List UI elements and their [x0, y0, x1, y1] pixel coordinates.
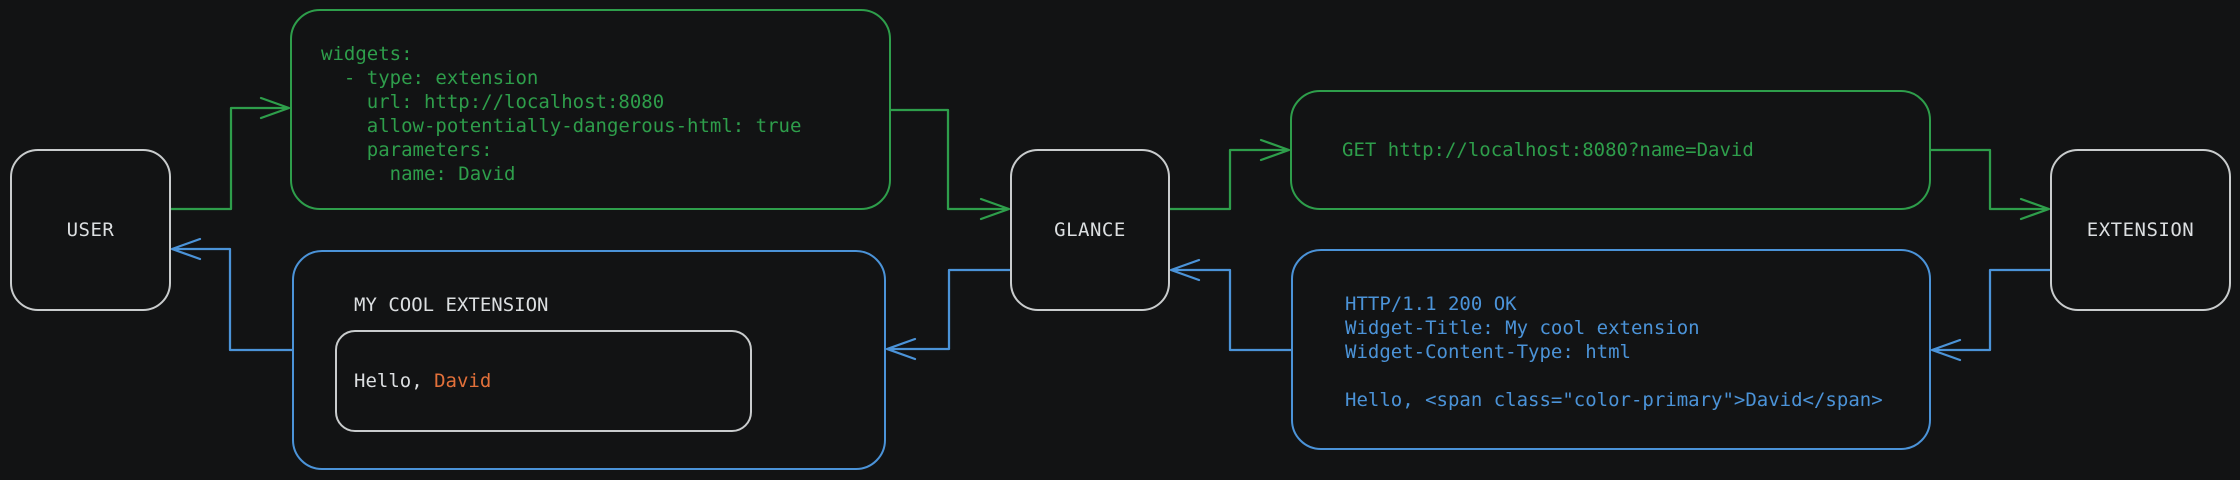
code-line: allow-potentially-dangerous-html: true [321, 115, 802, 137]
edge-user-to-config [169, 96, 291, 211]
edge-glance-to-widget [885, 268, 1012, 361]
code-line: - type: extension [321, 67, 539, 89]
http-request-box: GET http://localhost:8080?name=David [1290, 90, 1931, 210]
node-user-label: USER [66, 219, 115, 241]
node-extension-label: EXTENSION [2086, 219, 2195, 241]
widget-preview-box: MY COOL EXTENSION Hello, David [292, 250, 886, 470]
code-line: HTTP/1.1 200 OK [1345, 293, 1517, 315]
code-line: Widget-Title: My cool extension [1345, 317, 1700, 339]
http-response-code: HTTP/1.1 200 OK Widget-Title: My cool ex… [1345, 292, 1883, 412]
http-request-line: GET http://localhost:8080?name=David [1342, 139, 1754, 161]
node-glance: GLANCE [1010, 149, 1170, 311]
greeting-name: David [434, 370, 492, 392]
edge-request-to-extension [1929, 148, 2051, 221]
node-user: USER [10, 149, 171, 311]
edge-extension-to-response [1930, 268, 2052, 362]
edge-config-to-glance [889, 108, 1011, 221]
config-yaml-box: widgets: - type: extension url: http://l… [290, 9, 891, 210]
code-line: url: http://localhost:8080 [321, 91, 665, 113]
code-line: Widget-Content-Type: html [1345, 341, 1631, 363]
edge-widget-to-user [170, 237, 294, 352]
http-response-box: HTTP/1.1 200 OK Widget-Title: My cool ex… [1291, 249, 1931, 450]
config-yaml-code: widgets: - type: extension url: http://l… [321, 42, 801, 186]
node-glance-label: GLANCE [1054, 219, 1126, 241]
code-line: widgets: [321, 43, 413, 65]
widget-content-frame: Hello, David [335, 330, 752, 432]
code-line: name: David [321, 163, 516, 185]
code-line: Hello, <span class="color-primary">David… [1345, 389, 1883, 411]
widget-title: MY COOL EXTENSION [354, 294, 549, 316]
edge-response-to-glance [1169, 258, 1293, 352]
code-line [1345, 364, 1883, 388]
edge-glance-to-request [1168, 138, 1291, 211]
code-line: parameters: [321, 139, 493, 161]
node-extension: EXTENSION [2050, 149, 2231, 311]
greeting-prefix: Hello, [354, 370, 435, 392]
